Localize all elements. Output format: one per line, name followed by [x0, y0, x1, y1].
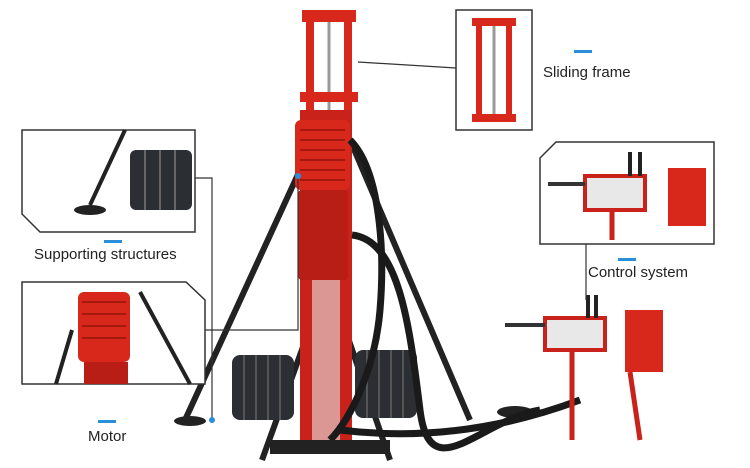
supporting-structures-marker	[104, 240, 122, 243]
motor-body	[295, 120, 350, 190]
inset-supporting-structures	[21, 129, 196, 233]
hose-2	[351, 231, 541, 452]
leader-dot-motor	[295, 173, 301, 179]
leader-motor	[205, 176, 299, 331]
control-stand-leg-2	[627, 371, 643, 441]
mast-rail	[312, 250, 340, 440]
base-plate	[270, 440, 390, 454]
control-cabinet	[625, 310, 663, 372]
sliding-frame-left-post	[306, 10, 314, 110]
control-valve-block	[543, 316, 607, 352]
leader-sliding-frame	[357, 61, 457, 69]
sliding-frame-crossbar	[300, 92, 358, 102]
sliding-frame-label: Sliding frame	[543, 64, 631, 81]
leader-supporting-structures	[195, 177, 213, 420]
sliding-frame-right-post	[344, 10, 352, 110]
foot-pad-left	[174, 416, 206, 426]
motor-fins	[300, 129, 345, 181]
sliding-frame-marker	[574, 50, 592, 53]
leader-dot-support	[209, 417, 215, 423]
gearbox	[298, 190, 348, 280]
motor-marker	[98, 420, 116, 423]
control-system-label: Control system	[588, 264, 689, 281]
hose-1	[327, 137, 386, 443]
control-system-marker	[618, 258, 636, 261]
inset-control-system	[539, 141, 715, 245]
drill-rig	[174, 10, 582, 462]
leader-lines	[195, 61, 587, 420]
sliding-frame-top	[302, 10, 356, 22]
inset-sliding-frame	[455, 9, 533, 131]
counterweight-left	[232, 355, 294, 420]
inset-motor	[21, 281, 206, 385]
hose-3	[339, 396, 582, 438]
supporting-structures-label: Supporting structures	[34, 246, 177, 263]
motor-label: Motor	[88, 428, 127, 445]
control-station	[505, 295, 663, 441]
